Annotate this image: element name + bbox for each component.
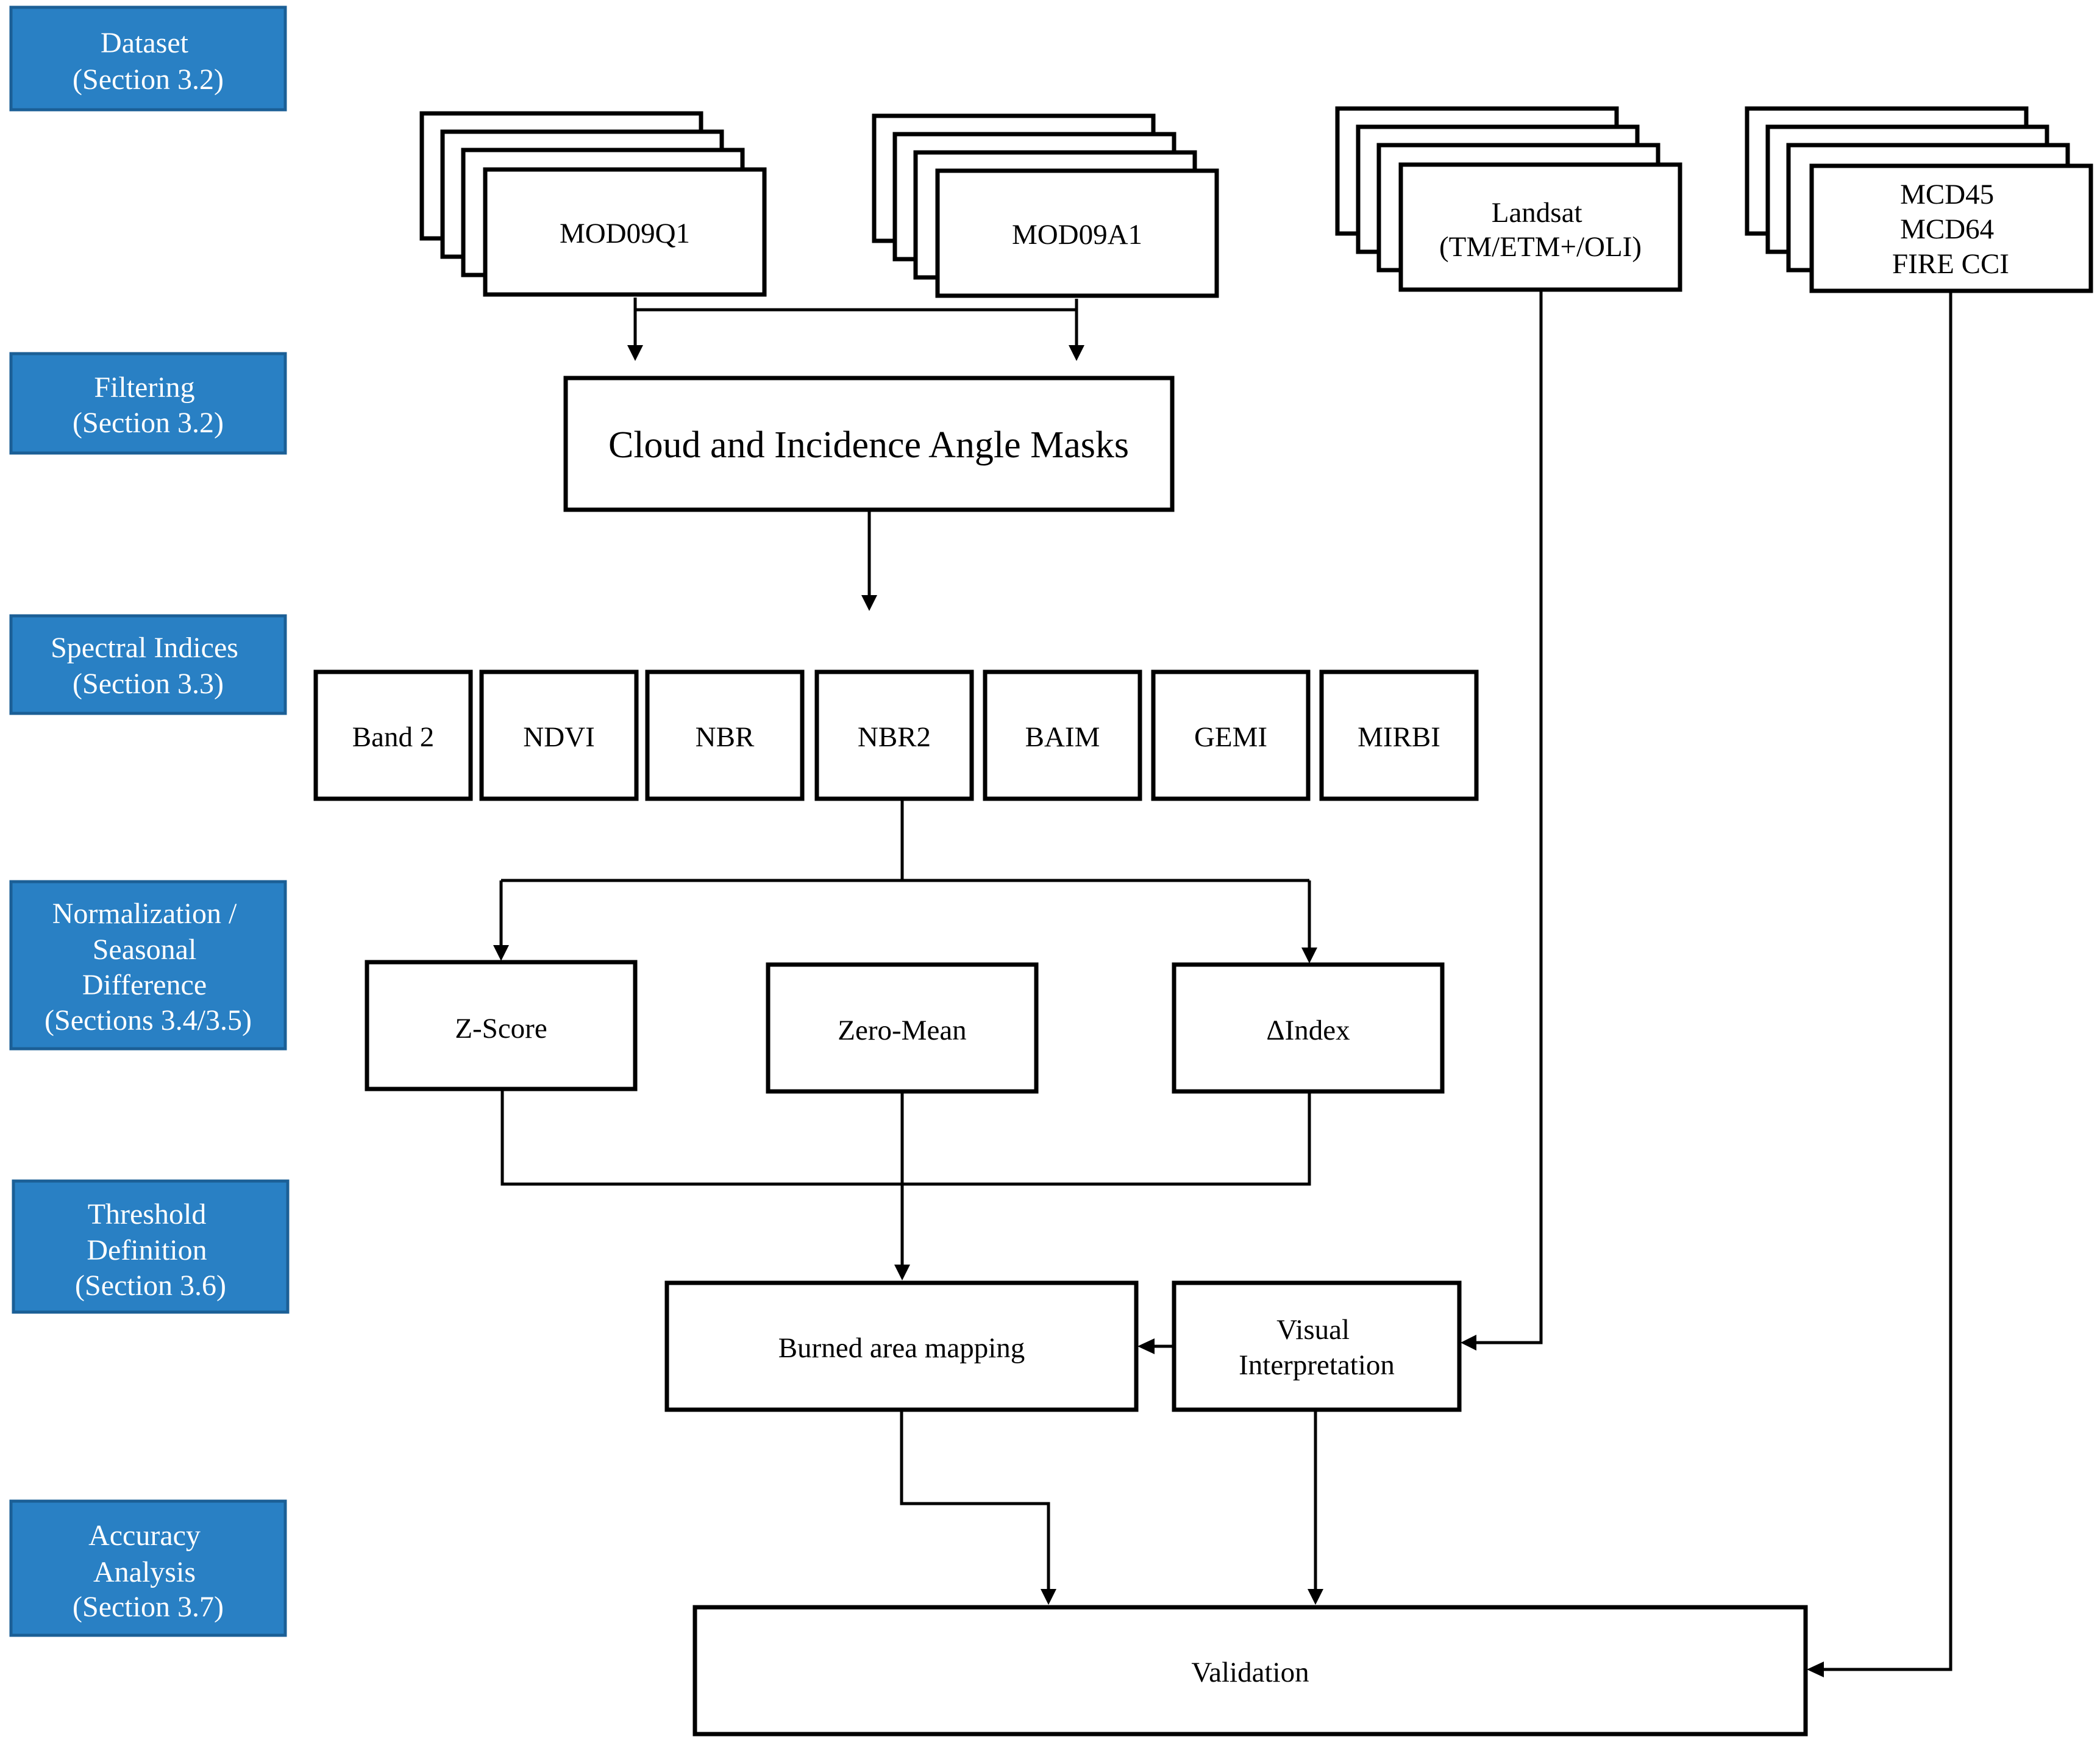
stage-accuracy: Accuracy Analysis (Section 3.7) (9, 1499, 287, 1637)
svg-text:Z-Score: Z-Score (455, 1013, 547, 1044)
stage-filtering: Filtering (Section 3.2) (9, 352, 287, 455)
dataset-mod09q1-stack: MOD09Q1 (419, 111, 767, 297)
stage-label: Spectral Indices (Section 3.3) (51, 632, 246, 700)
dataset-landsat-label: Landsat (TM/ETM+/OLI) (1439, 197, 1642, 263)
svg-text:BAIM: BAIM (1025, 721, 1100, 753)
svg-text:NBR: NBR (696, 721, 755, 753)
validation-node: Validation (692, 1605, 1808, 1737)
masks-label: Cloud and Incidence Angle Masks (608, 424, 1129, 466)
connectors (493, 291, 1952, 1677)
index-nbr: NBR (645, 669, 805, 801)
index-gemi: GEMI (1151, 669, 1311, 801)
dataset-mod09a1-label: MOD09A1 (1012, 219, 1142, 251)
burned-area-mapping-node: Burned area mapping (664, 1280, 1139, 1412)
svg-text:NDVI: NDVI (523, 721, 594, 753)
svg-text:Burned area mapping: Burned area mapping (778, 1332, 1025, 1364)
stage-label: Dataset (Section 3.2) (73, 27, 224, 96)
stage-normalization: Normalization / Seasonal Difference (Sec… (9, 880, 287, 1051)
svg-text:MIRBI: MIRBI (1358, 721, 1440, 753)
index-baim: BAIM (983, 669, 1142, 801)
index-band2: Band 2 (313, 669, 473, 801)
stage-label: Normalization / Seasonal Difference (Sec… (44, 898, 252, 1037)
svg-text:ΔIndex: ΔIndex (1266, 1015, 1350, 1046)
masks-node: Cloud and Incidence Angle Masks (563, 376, 1175, 512)
visual-interpretation-node: Visual Interpretation (1172, 1280, 1462, 1412)
stage-label: Filtering (Section 3.2) (73, 371, 224, 439)
stage-dataset: Dataset (Section 3.2) (9, 5, 287, 112)
stage-threshold: Threshold Definition (Section 3.6) (12, 1179, 290, 1314)
index-nbr2: NBR2 (814, 669, 974, 801)
stage-spectral-indices: Spectral Indices (Section 3.3) (9, 614, 287, 715)
svg-text:Band 2: Band 2 (352, 721, 434, 753)
svg-text:Zero-Mean: Zero-Mean (838, 1015, 966, 1046)
norm-delta-index: ΔIndex (1172, 962, 1445, 1094)
dataset-mcd-stack: MCD45 MCD64 FIRE CCI (1745, 106, 2093, 293)
stage-label: Threshold Definition (Section 3.6) (75, 1198, 226, 1302)
dataset-mod09q1-label: MOD09Q1 (560, 218, 690, 249)
norm-zscore: Z-Score (365, 960, 638, 1091)
stage-label: Accuracy Analysis (Section 3.7) (73, 1519, 224, 1623)
norm-zero-mean: Zero-Mean (766, 962, 1039, 1094)
dataset-landsat-stack: Landsat (TM/ETM+/OLI) (1335, 106, 1682, 292)
svg-text:GEMI: GEMI (1194, 721, 1267, 753)
dataset-mcd-label: MCD45 MCD64 FIRE CCI (1892, 179, 2009, 280)
dataset-mod09a1-stack: MOD09A1 (872, 113, 1219, 298)
index-mirbi: MIRBI (1319, 669, 1479, 801)
svg-text:Validation: Validation (1191, 1657, 1309, 1688)
svg-text:NBR2: NBR2 (858, 721, 931, 753)
index-ndvi: NDVI (479, 669, 639, 801)
visual-interpretation-label: Visual Interpretation (1239, 1314, 1395, 1381)
